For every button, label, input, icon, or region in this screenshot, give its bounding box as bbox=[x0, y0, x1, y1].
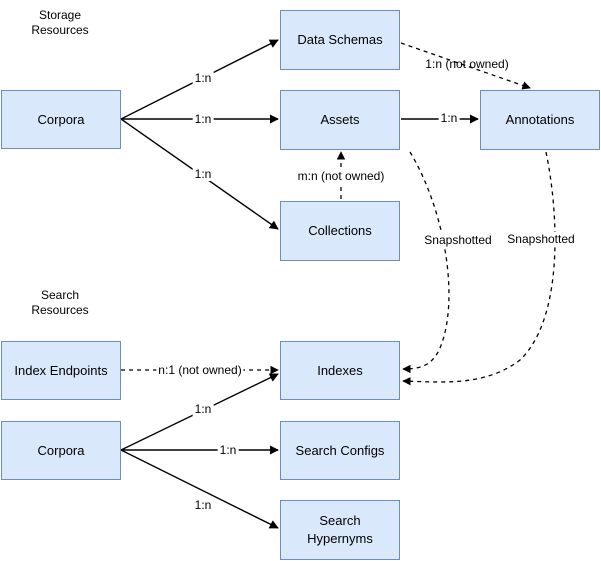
node-label-annotations: Annotations bbox=[505, 112, 575, 128]
node-corpora-storage[interactable]: Corpora bbox=[1, 90, 121, 149]
node-label-data-schemas: Data Schemas bbox=[297, 32, 383, 48]
node-label-corpora-search: Corpora bbox=[37, 442, 85, 458]
edge-label-index-endpoints-to-indexes: n:1 (not owned) bbox=[156, 363, 244, 377]
node-label-collections: Collections bbox=[308, 223, 372, 239]
edge-label-collections-to-assets: m:n (not owned) bbox=[295, 169, 387, 183]
node-annotations[interactable]: Annotations bbox=[480, 90, 600, 150]
edge-label-corpora-to-collections: 1:n bbox=[192, 167, 214, 181]
edge-label-annotations-to-indexes-snapshot: Snapshotted bbox=[505, 232, 577, 246]
node-indexes[interactable]: Indexes bbox=[280, 341, 400, 400]
node-search-configs[interactable]: Search Configs bbox=[280, 421, 400, 480]
node-search-hypernyms[interactable]: Search Hypernyms bbox=[280, 500, 400, 560]
edge-label-corpora-to-data-schemas: 1:n bbox=[192, 71, 214, 85]
edge-label-corpora-to-assets: 1:n bbox=[192, 112, 214, 126]
edge-label-assets-to-indexes-snapshot: Snapshotted bbox=[422, 233, 494, 247]
edge-label-assets-to-annotations: 1:n bbox=[438, 111, 460, 125]
node-label-index-endpoints: Index Endpoints bbox=[14, 362, 108, 378]
search-section-label: Search Resources bbox=[31, 288, 89, 317]
node-label-corpora-storage: Corpora bbox=[37, 111, 85, 127]
edge-label-data-schemas-to-annotations: 1:n (not owned) bbox=[425, 57, 509, 71]
storage-section-label: Storage Resources bbox=[31, 8, 89, 37]
node-assets[interactable]: Assets bbox=[280, 90, 400, 150]
edge-label-corpora-to-search-hypernyms: 1:n bbox=[192, 498, 214, 512]
node-corpora-search[interactable]: Corpora bbox=[1, 421, 121, 480]
node-data-schemas[interactable]: Data Schemas bbox=[280, 10, 400, 70]
node-label-search-configs: Search Configs bbox=[295, 442, 385, 458]
edge-label-corpora-to-indexes: 1:n bbox=[192, 402, 214, 416]
edge-annotations-to-indexes-snapshot bbox=[402, 151, 556, 386]
node-index-endpoints[interactable]: Index Endpoints bbox=[1, 341, 121, 400]
node-collections[interactable]: Collections bbox=[280, 201, 400, 261]
edge-corpora-to-search-hypernyms bbox=[120, 449, 279, 529]
node-label-search-hypernyms: Search Hypernyms bbox=[307, 513, 373, 546]
node-label-indexes: Indexes bbox=[317, 362, 363, 378]
edge-label-corpora-to-search-configs: 1:n bbox=[217, 443, 239, 457]
edge-assets-to-indexes-snapshot bbox=[402, 151, 450, 374]
node-label-assets: Assets bbox=[320, 112, 360, 128]
